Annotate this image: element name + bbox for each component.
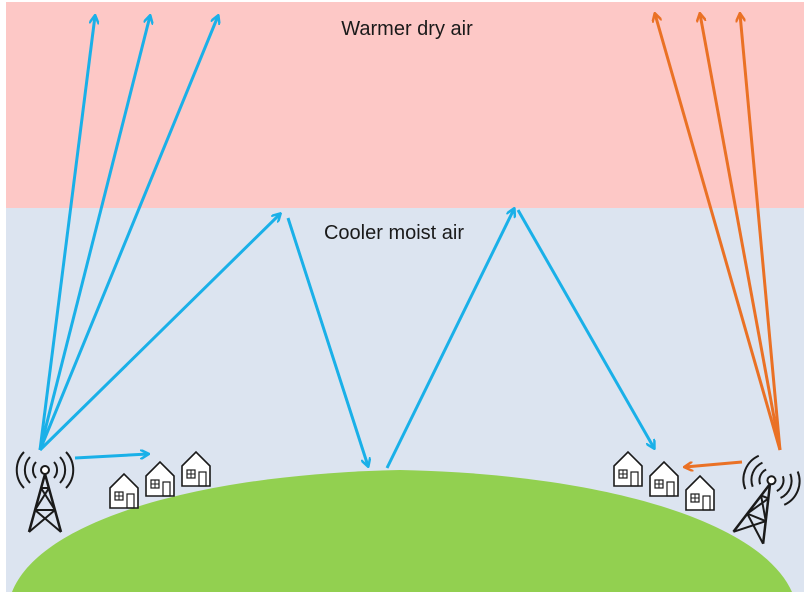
escaping-ray-1 xyxy=(38,16,95,451)
ducted-ray-down-1 xyxy=(286,217,368,466)
ducted-ray-down-2 xyxy=(516,209,654,448)
right-signal-rays xyxy=(655,14,782,467)
left-signal-rays xyxy=(38,16,654,469)
right-ray-1 xyxy=(655,14,782,451)
ducted-ray-up-1 xyxy=(38,214,280,452)
cool-air-label: Cooler moist air xyxy=(324,222,464,244)
escaping-ray-2 xyxy=(38,16,150,451)
escaping-ray-3 xyxy=(38,16,218,451)
ground-hill xyxy=(12,470,792,592)
direct-ray-right xyxy=(685,460,743,467)
right-ray-2 xyxy=(700,14,782,451)
ducted-ray-up-2 xyxy=(385,209,514,469)
direct-ray-left xyxy=(74,454,148,460)
right-ray-3 xyxy=(740,14,782,451)
warm-dry-air-layer xyxy=(6,2,804,208)
warm-air-label: Warmer dry air xyxy=(341,18,473,40)
